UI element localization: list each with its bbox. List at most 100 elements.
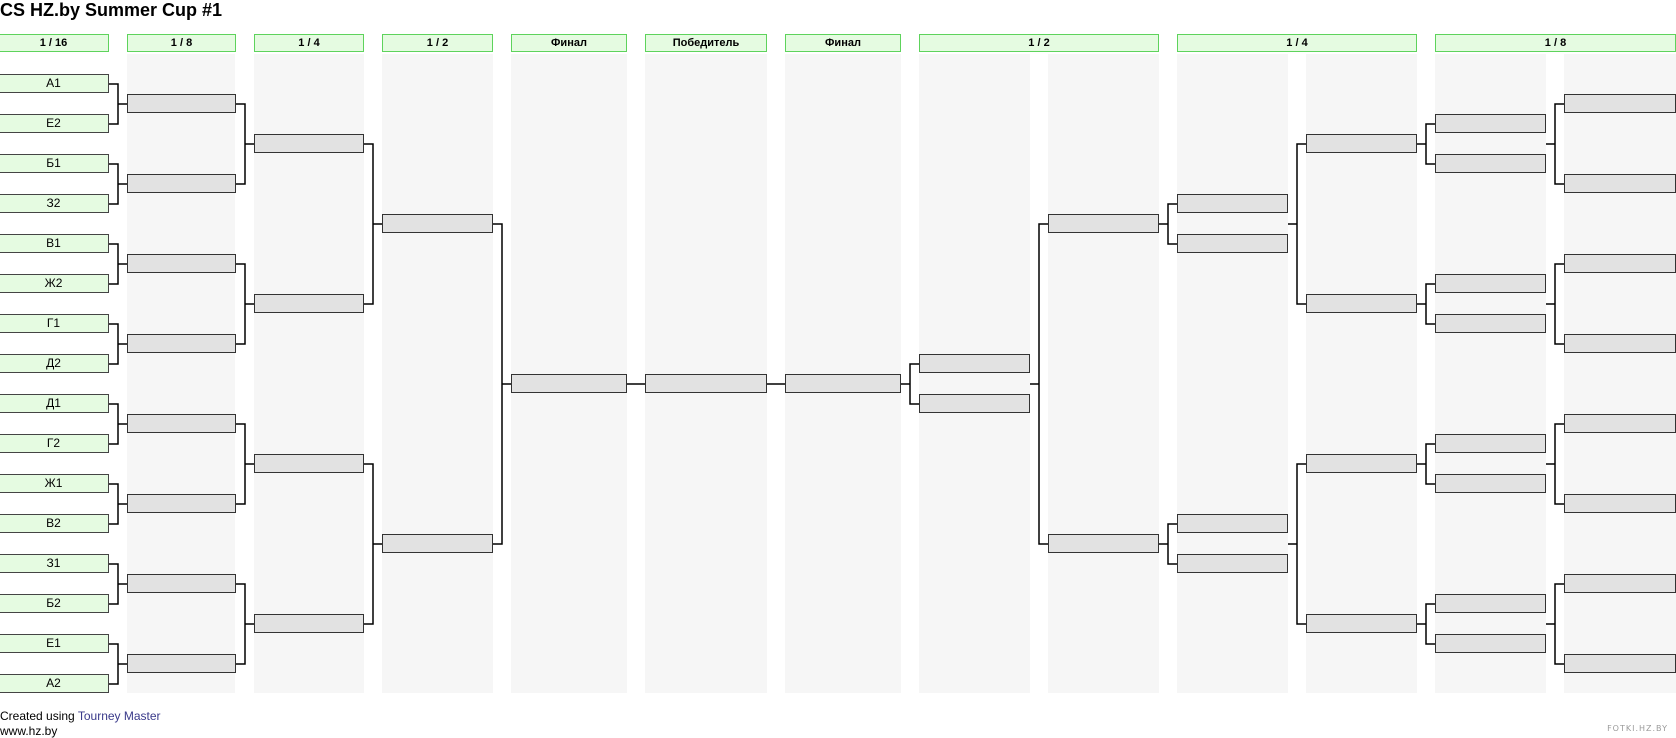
match-slot-right-r4b[interactable] [1306, 294, 1417, 313]
match-slot-left-r4[interactable] [254, 454, 364, 473]
connector-58 [1554, 583, 1564, 665]
column-bg-right-r2a [919, 54, 1030, 693]
seed-slot: Д1 [0, 394, 109, 413]
seed-slot: Е1 [0, 634, 109, 653]
match-slot-left-r8[interactable] [127, 174, 236, 193]
match-slot-left-final[interactable] [511, 374, 627, 393]
tourney-master-link[interactable]: Tourney Master [77, 709, 161, 723]
connector-0 [109, 83, 119, 125]
match-slot-right-r8a[interactable] [1435, 114, 1546, 133]
connector-38 [1167, 523, 1177, 565]
connector-32 [909, 363, 919, 405]
footer-credit: Created using Tourney Master [0, 709, 161, 723]
match-slot-right-r8b[interactable] [1564, 94, 1676, 113]
connector-16 [236, 103, 246, 185]
match-slot-right-r8a[interactable] [1435, 314, 1546, 333]
connector-12 [109, 563, 119, 605]
connector-40 [1296, 143, 1306, 305]
winner-slot[interactable] [645, 374, 767, 393]
column-bg-winner [645, 54, 767, 693]
seed-slot: Б2 [0, 594, 109, 613]
connector-10 [109, 483, 119, 525]
connector-48 [1425, 443, 1435, 485]
column-bg-right-final [785, 54, 901, 693]
connector-4 [109, 243, 119, 285]
seed-slot: Д2 [0, 354, 109, 373]
column-bg-right-r4a [1177, 54, 1288, 693]
footer-created-text: Created using [0, 709, 78, 723]
connector-42 [1296, 463, 1306, 625]
connector-28 [493, 223, 503, 545]
seed-slot: В1 [0, 234, 109, 253]
round-header-left-r2: 1 / 2 [382, 34, 493, 52]
seed-slot: В2 [0, 514, 109, 533]
round-header-left-r16: 1 / 16 [0, 34, 109, 52]
match-slot-left-r4[interactable] [254, 294, 364, 313]
column-bg-right-r4b [1306, 54, 1417, 693]
match-slot-left-r8[interactable] [127, 494, 236, 513]
connector-36 [1167, 203, 1177, 245]
match-slot-right-r4b[interactable] [1306, 614, 1417, 633]
match-slot-right-r8b[interactable] [1564, 654, 1676, 673]
connector-34 [1038, 223, 1048, 545]
seed-slot: Е2 [0, 114, 109, 133]
match-slot-left-r4[interactable] [254, 134, 364, 153]
match-slot-right-r8b[interactable] [1564, 174, 1676, 193]
round-header-winner: Победитель [645, 34, 767, 52]
match-slot-right-r8a[interactable] [1435, 634, 1546, 653]
match-slot-left-r8[interactable] [127, 334, 236, 353]
match-slot-left-r8[interactable] [127, 254, 236, 273]
match-slot-right-r8b[interactable] [1564, 254, 1676, 273]
column-bg-left-r4 [254, 54, 364, 693]
match-slot-right-r8b[interactable] [1564, 414, 1676, 433]
connector-18 [236, 263, 246, 345]
round-header-right-r4: 1 / 4 [1177, 34, 1417, 52]
match-slot-right-r8a[interactable] [1435, 434, 1546, 453]
round-header-right-r2: 1 / 2 [919, 34, 1159, 52]
match-slot-right-r2b[interactable] [1048, 534, 1159, 553]
match-slot-right-r4a[interactable] [1177, 234, 1288, 253]
match-slot-right-r4a[interactable] [1177, 514, 1288, 533]
seed-slot: Г2 [0, 434, 109, 453]
connector-46 [1425, 283, 1435, 325]
connector-8 [109, 403, 119, 445]
seed-slot: Б1 [0, 154, 109, 173]
watermark: FOTKI.HZ.BY [1607, 724, 1668, 733]
seed-slot: З2 [0, 194, 109, 213]
match-slot-right-r8b[interactable] [1564, 494, 1676, 513]
match-slot-right-r4b[interactable] [1306, 134, 1417, 153]
match-slot-right-r8b[interactable] [1564, 334, 1676, 353]
seed-slot: А1 [0, 74, 109, 93]
match-slot-right-r2a[interactable] [919, 394, 1030, 413]
round-header-right-final: Финал [785, 34, 901, 52]
match-slot-right-r8a[interactable] [1435, 474, 1546, 493]
match-slot-right-r8a[interactable] [1435, 154, 1546, 173]
match-slot-right-r8a[interactable] [1435, 594, 1546, 613]
match-slot-left-r8[interactable] [127, 574, 236, 593]
match-slot-right-r2b[interactable] [1048, 214, 1159, 233]
match-slot-left-r2[interactable] [382, 214, 493, 233]
seed-slot: Г1 [0, 314, 109, 333]
match-slot-right-r2a[interactable] [919, 354, 1030, 373]
match-slot-right-final[interactable] [785, 374, 901, 393]
column-bg-right-r2b [1048, 54, 1159, 693]
round-header-left-r4: 1 / 4 [254, 34, 364, 52]
match-slot-left-r4[interactable] [254, 614, 364, 633]
connector-6 [109, 323, 119, 365]
match-slot-left-r8[interactable] [127, 654, 236, 673]
match-slot-right-r8a[interactable] [1435, 274, 1546, 293]
connector-54 [1554, 263, 1564, 345]
round-header-right-r8: 1 / 8 [1435, 34, 1676, 52]
match-slot-left-r8[interactable] [127, 94, 236, 113]
round-header-left-r8: 1 / 8 [127, 34, 236, 52]
match-slot-left-r8[interactable] [127, 414, 236, 433]
column-bg-left-final [511, 54, 627, 693]
match-slot-left-r2[interactable] [382, 534, 493, 553]
connector-44 [1425, 123, 1435, 165]
match-slot-right-r4b[interactable] [1306, 454, 1417, 473]
match-slot-right-r4a[interactable] [1177, 554, 1288, 573]
match-slot-right-r8b[interactable] [1564, 574, 1676, 593]
match-slot-right-r4a[interactable] [1177, 194, 1288, 213]
connector-14 [109, 643, 119, 685]
